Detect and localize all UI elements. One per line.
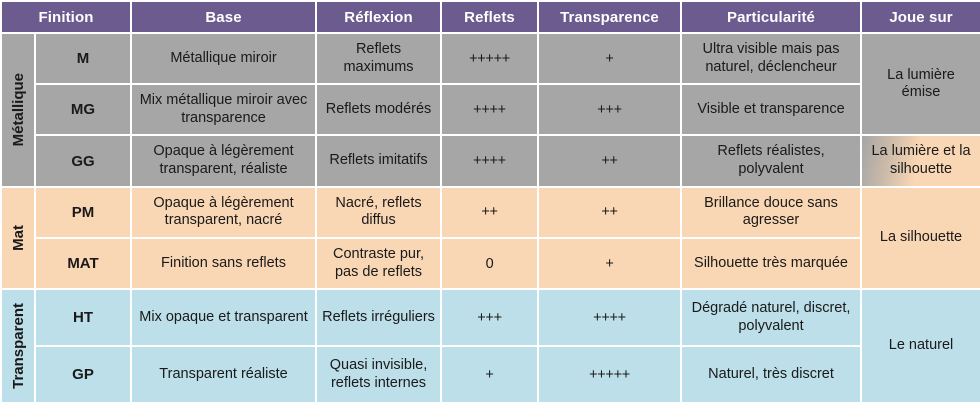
column-header-transparence: Transparence xyxy=(537,0,683,34)
finish-code: GP xyxy=(33,345,133,404)
table-row: GG Opaque à légèrement transparent, réal… xyxy=(1,134,980,188)
cell-transparence: ++ xyxy=(537,134,683,188)
group-label-metallique: Métallique xyxy=(0,32,36,188)
cell-reflets: +++++ xyxy=(440,31,540,86)
table-row: Transparent HT Mix opaque et transparent… xyxy=(0,288,980,404)
group-label-text: Métallique xyxy=(9,73,27,147)
column-header-reflets: Reflets xyxy=(440,0,540,34)
group-label-text: Mat xyxy=(9,225,27,251)
cell-base: Finition sans reflets xyxy=(130,236,318,291)
cell-reflexion: Reflets imitatifs xyxy=(315,134,443,188)
cell-base: Métallique miroir xyxy=(130,31,318,86)
cell-reflets: ++++ xyxy=(440,83,540,137)
cell-reflets: +++ xyxy=(440,288,540,348)
cell-transparence: ++++ xyxy=(537,288,683,348)
cell-reflets: 0 xyxy=(440,236,540,291)
cell-reflets: ++ xyxy=(440,185,540,239)
group-label-text: Transparent xyxy=(9,303,27,390)
finish-code: MG xyxy=(33,83,133,137)
cell-transparence: +++++ xyxy=(537,345,683,404)
column-header-particularite: Particularité xyxy=(680,0,863,34)
cell-particularite: Visible et transparence xyxy=(680,83,863,137)
cell-reflexion: Reflets maximums xyxy=(315,31,443,86)
cell-joue-sur: Le naturel xyxy=(860,288,980,404)
column-header-base: Base xyxy=(130,0,318,34)
cell-particularite: Ultra visible mais pas naturel, déclench… xyxy=(680,31,863,86)
cell-reflets: ++++ xyxy=(440,134,540,188)
finish-code: PM xyxy=(33,185,133,239)
group-label-mat: Mat xyxy=(0,185,36,291)
cell-joue-sur: La lumière et la silhouette xyxy=(860,134,980,188)
cell-transparence: + xyxy=(537,236,683,291)
table-row: Mat PM Opaque à légèrement transparent, … xyxy=(0,185,980,291)
cell-particularite: Reflets réalistes, polyvalent xyxy=(680,134,863,188)
table-row: Métallique M Métallique miroir Reflets m… xyxy=(0,31,980,188)
cell-base: Opaque à légèrement transparent, réalist… xyxy=(130,134,318,188)
cell-base: Transparent réaliste xyxy=(130,345,318,404)
cell-base: Opaque à légèrement transparent, nacré xyxy=(130,185,318,239)
cell-particularite: Dégradé naturel, discret, polyvalent xyxy=(680,288,863,348)
finish-code: MAT xyxy=(33,236,133,291)
cell-reflexion: Contraste pur, pas de reflets xyxy=(315,236,443,291)
cell-joue-sur: La silhouette xyxy=(860,185,980,291)
cell-base: Mix opaque et transparent xyxy=(130,288,318,348)
column-header-finition: Finition xyxy=(0,0,133,34)
cell-reflexion: Reflets modérés xyxy=(315,83,443,137)
cell-joue-sur: La lumière émise xyxy=(860,31,980,137)
cell-transparence: + xyxy=(537,31,683,86)
table-header-row: Finition Base Réflexion Reflets Transpar… xyxy=(0,0,980,34)
finish-code: GG xyxy=(33,134,133,188)
table-row: MG Mix métallique miroir avec transparen… xyxy=(1,83,980,137)
cell-reflexion: Nacré, reflets diffus xyxy=(315,185,443,239)
column-header-reflexion: Réflexion xyxy=(315,0,443,34)
column-header-joue-sur: Joue sur xyxy=(860,0,980,34)
table-row: GP Transparent réaliste Quasi invisible,… xyxy=(1,345,980,404)
cell-base: Mix métallique miroir avec transparence xyxy=(130,83,318,137)
cell-particularite: Naturel, très discret xyxy=(680,345,863,404)
cell-transparence: ++ xyxy=(537,185,683,239)
cell-reflets: + xyxy=(440,345,540,404)
group-label-transparent: Transparent xyxy=(0,288,36,404)
finish-code: HT xyxy=(33,288,133,348)
cell-particularite: Brillance douce sans agresser xyxy=(680,185,863,239)
table-row: MAT Finition sans reflets Contraste pur,… xyxy=(1,236,980,291)
finish-code: M xyxy=(33,31,133,86)
cell-reflexion: Quasi invisible, reflets internes xyxy=(315,345,443,404)
cell-transparence: +++ xyxy=(537,83,683,137)
cell-particularite: Silhouette très marquée xyxy=(680,236,863,291)
cell-reflexion: Reflets irréguliers xyxy=(315,288,443,348)
